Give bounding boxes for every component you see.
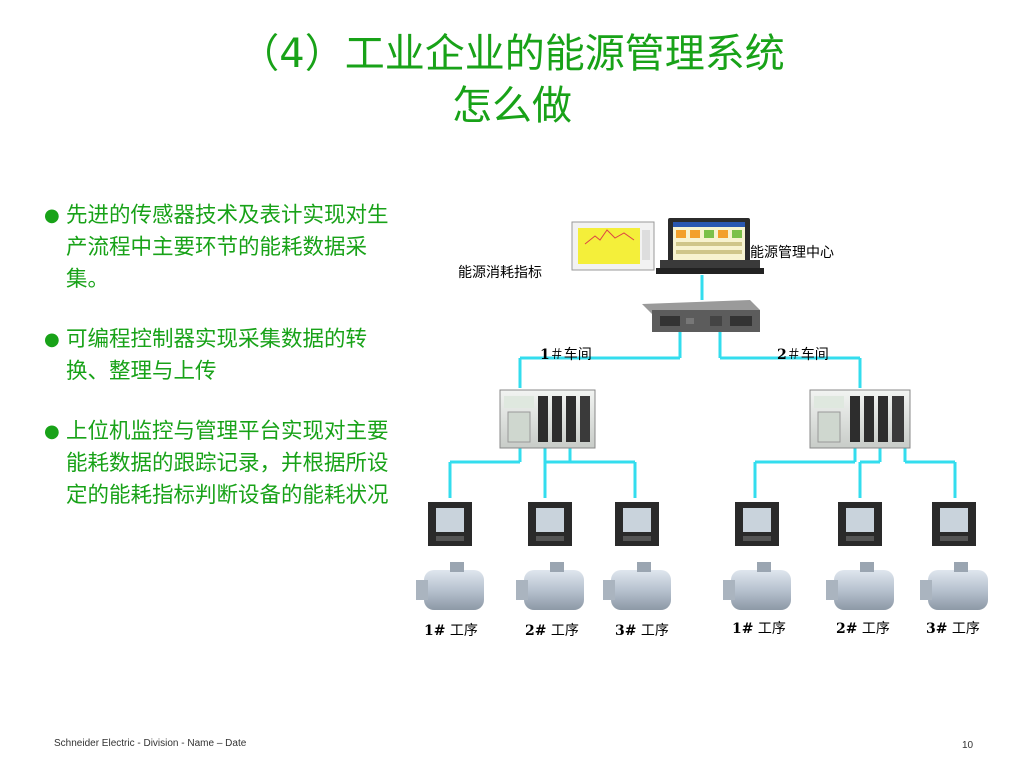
meter-icon: [428, 502, 472, 546]
plc-controller-icon: [499, 389, 596, 449]
bullet-item: ● 先进的传感器技术及表计实现对生产流程中主要环节的能耗数据采集。: [44, 200, 389, 296]
label-workshop-2: 2＃车间: [777, 347, 829, 363]
meter-icon: [615, 502, 659, 546]
label-process: 1# 工序: [732, 621, 786, 637]
title-line-2: 怎么做: [452, 83, 572, 129]
motor-icon: [826, 562, 894, 610]
motor-icon: [516, 562, 584, 610]
bullet-text: 可编程控制器实现采集数据的转换、整理与上传: [66, 327, 368, 384]
motor-icon: [416, 562, 484, 610]
meter-icon: [838, 502, 882, 546]
label-energy-index: 能源消耗指标: [458, 265, 542, 281]
label-process: 2# 工序: [836, 621, 890, 637]
computer-monitor-icon: [656, 218, 764, 274]
bullet-text: 先进的传感器技术及表计实现对生产流程中主要环节的能耗数据采集。: [66, 203, 389, 292]
bullet-dot-icon: ●: [44, 421, 60, 442]
energy-chart-screen: [571, 221, 655, 271]
diagram-graphics: [416, 218, 988, 610]
bullet-text: 上位机监控与管理平台实现对主要能耗数据的跟踪记录，并根据所设定的能耗指标判断设备…: [66, 419, 389, 508]
page-number: 10: [962, 740, 974, 751]
motor-icon: [920, 562, 988, 610]
label-process: 2# 工序: [525, 623, 579, 639]
bullet-item: ● 可编程控制器实现采集数据的转换、整理与上传: [44, 324, 389, 388]
bullet-list: ● 先进的传感器技术及表计实现对生产流程中主要环节的能耗数据采集。 ● 可编程控…: [44, 200, 389, 540]
network-switch-icon: [642, 300, 760, 332]
meter-icon: [932, 502, 976, 546]
energy-system-diagram: 能源消耗指标 能源管理中心 1＃车间 2＃车间 1# 工序 2# 工序 3# 工…: [410, 200, 1010, 660]
label-workshop-1: 1＃车间: [540, 347, 592, 363]
label-process: 3# 工序: [926, 621, 980, 637]
bullet-dot-icon: ●: [44, 329, 60, 350]
motor-icon: [603, 562, 671, 610]
plc-controller-icon: [809, 389, 911, 449]
motor-icon: [723, 562, 791, 610]
bullet-dot-icon: ●: [44, 205, 60, 226]
label-process: 1# 工序: [424, 623, 478, 639]
title-line-1: （4）工业企业的能源管理系统: [239, 31, 785, 77]
label-energy-center: 能源管理中心: [750, 245, 834, 261]
meter-icon: [528, 502, 572, 546]
bullet-item: ● 上位机监控与管理平台实现对主要能耗数据的跟踪记录，并根据所设定的能耗指标判断…: [44, 416, 389, 512]
slide-title: （4）工业企业的能源管理系统 怎么做: [0, 28, 1024, 132]
label-process: 3# 工序: [615, 623, 669, 639]
meter-icon: [735, 502, 779, 546]
footer-text: Schneider Electric - Division - Name – D…: [54, 738, 247, 749]
